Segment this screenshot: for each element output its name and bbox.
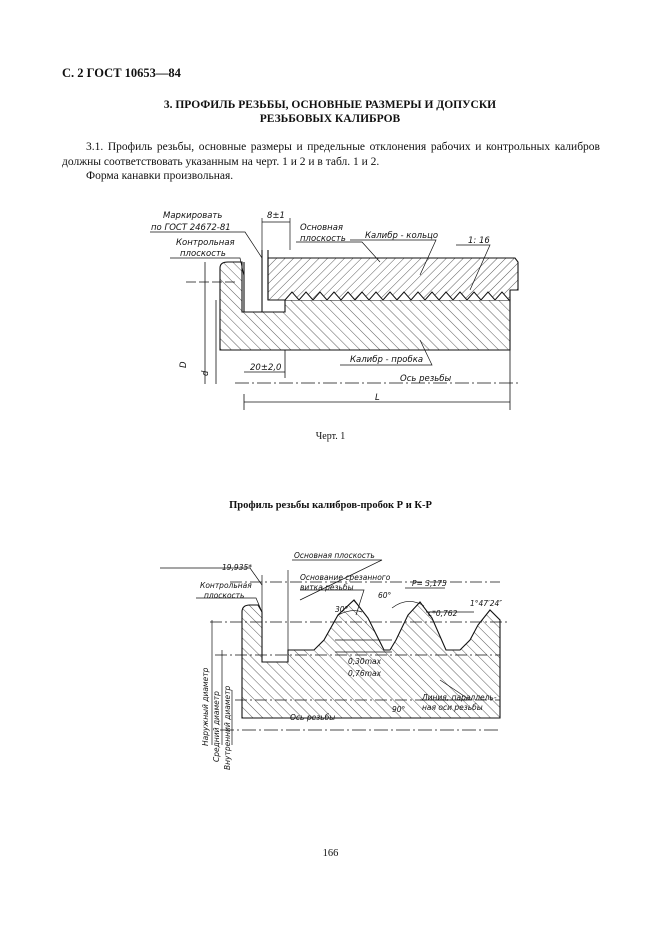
label-base-2: плоскость <box>300 234 346 244</box>
thread-teeth <box>284 291 510 301</box>
section-title-line2: РЕЗЬБОВЫХ КАЛИБРОВ <box>259 113 401 125</box>
section-title: 3. ПРОФИЛЬ РЕЗЬБЫ, ОСНОВНЫЕ РАЗМЕРЫ И ДО… <box>60 98 600 126</box>
label-outer-diameter: Наружный диаметр <box>201 667 210 746</box>
chamfer-label: c*0,762 <box>428 609 458 618</box>
label-mean-diameter: Средний диаметр <box>212 691 221 762</box>
label-base-1: Основная <box>300 223 343 233</box>
paragraph-3-1: 3.1. Профиль резьбы, основные размеры и … <box>62 141 600 168</box>
figure-1 <box>150 218 520 410</box>
figure-1-caption: Черт. 1 <box>315 431 346 442</box>
label-inner-diameter: Внутренний диаметр <box>223 686 232 770</box>
label-plug: Калибр - пробка <box>350 355 423 365</box>
label-parallel-2: ная оси резьбы <box>422 703 483 712</box>
label-D: D <box>179 361 189 368</box>
figure-2-labels: 19,935* Основная плоскость Контрольная п… <box>200 551 502 770</box>
figure-2-title: Профиль резьбы калибров-пробок Р и К-Р <box>229 500 432 511</box>
label-control-plane-1: Контрольная <box>200 581 252 590</box>
label-mark-2: по ГОСТ 24672-81 <box>151 223 231 233</box>
label-parallel-1: Линия, параллель- <box>421 693 497 702</box>
dim-20: 20±2,0 <box>250 363 281 373</box>
plug-gauge-body <box>219 261 511 351</box>
angle-30: 30° <box>335 605 349 614</box>
page-number: 166 <box>322 848 339 859</box>
label-base-plane: Основная плоскость <box>294 551 375 560</box>
dim-8: 8±1 <box>267 211 285 221</box>
label-L: L <box>375 393 380 403</box>
section-title-line1: 3. ПРОФИЛЬ РЕЗЬБЫ, ОСНОВНЫЕ РАЗМЕРЫ И ДО… <box>163 99 497 111</box>
figure-2 <box>160 559 510 745</box>
plug-profile-body <box>241 599 501 719</box>
paragraph-groove: Форма канавки произвольная. <box>86 170 234 182</box>
section-body: 3.1. Профиль резьбы, основные размеры и … <box>62 140 600 184</box>
label-cut-2: витка резьбы <box>300 583 354 592</box>
dim-030: 0,30max <box>348 657 382 666</box>
label-control-plane-2: плоскость <box>204 591 244 600</box>
angle-90: 90° <box>392 705 406 714</box>
page-header: С. 2 ГОСТ 10653—84 <box>62 66 181 80</box>
label-taper: 1: 16 <box>468 236 490 246</box>
pitch-label: P= 3,175 <box>412 579 447 588</box>
figure-1-labels: Маркировать по ГОСТ 24672-81 Контрольная… <box>151 211 490 403</box>
label-control-2: плоскость <box>180 249 226 259</box>
dim-076: 0,76max <box>348 669 382 678</box>
label-cut-1: Основание срезанного <box>300 573 391 582</box>
label-axis-2: Ось резьбы <box>290 713 335 722</box>
label-ring: Калибр - кольцо <box>365 231 438 241</box>
dim-19935: 19,935* <box>222 563 252 572</box>
label-control-1: Контрольная <box>176 238 235 248</box>
angle-60: 60° <box>378 591 392 600</box>
label-mark-1: Маркировать <box>163 211 222 221</box>
label-d: d <box>201 370 211 376</box>
label-axis: Ось резьбы <box>400 374 451 384</box>
angle-taper: 1°47′24″ <box>470 599 502 608</box>
